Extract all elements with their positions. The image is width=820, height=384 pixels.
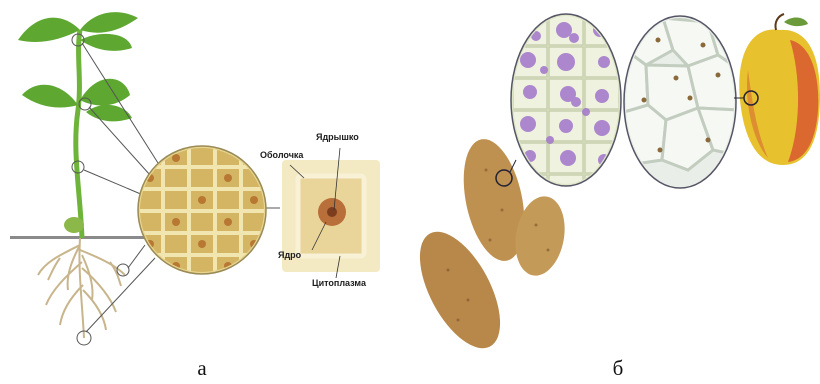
plant-cell-illustration: Ядрышко Оболочка Ядро Цитоплазма [0, 0, 400, 350]
potato-apple-illustration [418, 0, 820, 350]
label-nucleus: Ядро [278, 250, 302, 260]
cell-zoom-circle [138, 146, 266, 276]
potato-apple-svg [418, 0, 820, 350]
label-membrane: Оболочка [260, 150, 304, 160]
potato-cells-zoom [511, 14, 621, 205]
plant-roots [38, 238, 125, 338]
cotyledon [64, 217, 84, 233]
caption-b: б [598, 356, 638, 381]
caption-a: а [182, 356, 222, 381]
label-nucleolus: Ядрышко [316, 132, 359, 142]
apple [734, 14, 820, 165]
plant-stem [76, 30, 82, 238]
apple-cells-zoom [623, 16, 740, 188]
plant-diagram-svg: Ядрышко Оболочка Ядро Цитоплазма [0, 0, 400, 350]
label-cytoplasm: Цитоплазма [312, 278, 367, 288]
